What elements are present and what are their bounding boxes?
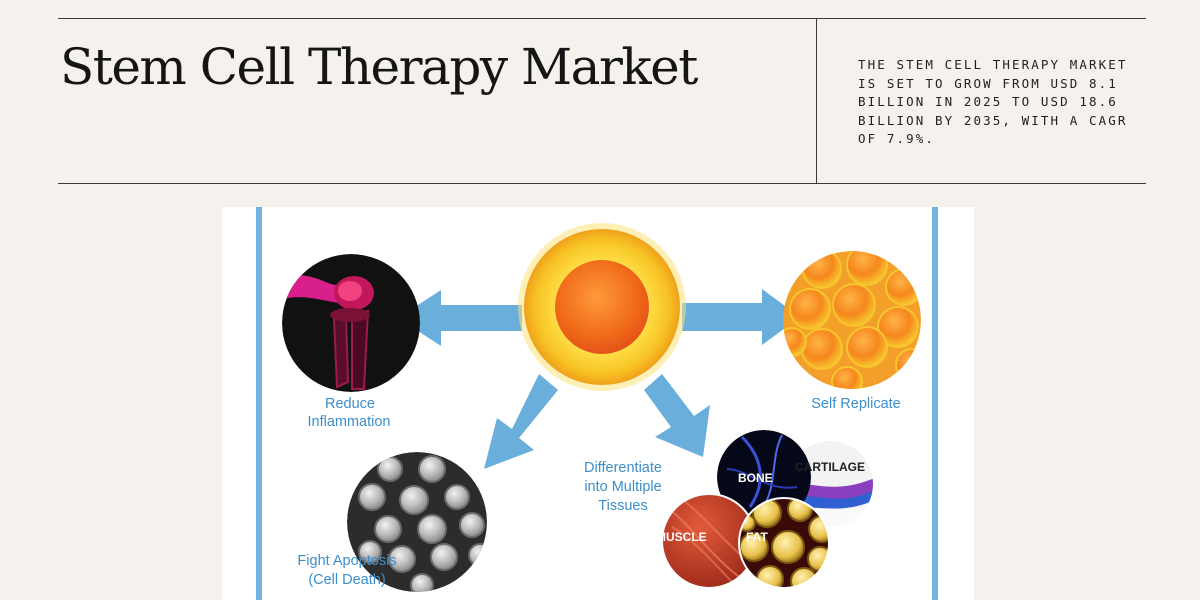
page-title: Stem Cell Therapy Market [60, 38, 698, 96]
tissue-cluster: BONE CARTILAGE MUSCLE FAT [656, 430, 875, 589]
muscle-label: MUSCLE [656, 530, 707, 544]
cell-blob [790, 567, 818, 588]
reduce-inflammation-line-1: Reduce [325, 396, 375, 412]
cell-blob [877, 306, 919, 348]
self-replicate-label: Self Replicate [811, 396, 900, 412]
stem-cell-diagram: BONE CARTILAGE MUSCLE FAT Reduce Inflamm… [222, 207, 974, 600]
gray-cells [358, 455, 487, 592]
cell-blob [783, 327, 807, 357]
cell-blob [430, 543, 458, 571]
cell-blob [468, 543, 487, 567]
cartilage-label: CARTILAGE [795, 460, 865, 474]
cell-blob [374, 515, 402, 543]
cell-cluster [783, 251, 921, 389]
muscle-icon [662, 494, 756, 588]
fight-apoptosis-line-1: Fight Apoptosis [297, 553, 396, 569]
cell-blob [846, 251, 888, 286]
arrow-down-left [484, 374, 558, 469]
bone-label: BONE [738, 471, 773, 485]
differentiate-line-2: into Multiple [584, 479, 661, 495]
replicating-cells-icon [783, 251, 921, 389]
knee-joint-icon [282, 254, 420, 392]
fight-apoptosis-line-2: (Cell Death) [308, 572, 385, 588]
header-divider [816, 18, 817, 184]
cell-blob [444, 484, 470, 510]
arrow-left [398, 290, 522, 346]
fat-icon [739, 498, 829, 588]
cell-blob [789, 288, 831, 330]
differentiate-line-3: Tissues [598, 498, 647, 514]
cell-blob [459, 512, 485, 538]
cell-blob [771, 530, 805, 564]
cell-blob [801, 328, 843, 370]
cell-blob [358, 540, 382, 564]
fat-label: FAT [746, 530, 768, 544]
frame-right-border [932, 207, 938, 600]
cell-blob [377, 456, 403, 482]
cell-blob [831, 366, 863, 389]
cell-blob [885, 268, 921, 306]
header-top-rule [58, 18, 1146, 19]
differentiate-line-1: Differentiate [584, 460, 662, 476]
cell-blob [802, 251, 842, 289]
cell-blob [832, 283, 876, 327]
arrow-down-right [644, 374, 710, 457]
cell-blob [418, 455, 446, 483]
apoptosis-cells-icon [347, 452, 487, 592]
cell-blob [417, 514, 447, 544]
diagram-canvas: BONE CARTILAGE MUSCLE FAT Reduce Inflamm… [256, 207, 938, 600]
arrow-right [682, 289, 800, 345]
cell-blob [399, 485, 429, 515]
cell-blob [895, 348, 921, 382]
reduce-inflammation-line-2: Inflammation [307, 414, 390, 430]
stem-cell-icon [518, 223, 686, 391]
frame-left-border [256, 207, 262, 600]
cell-blob [358, 483, 386, 511]
cell-blob [410, 573, 434, 592]
arrows [398, 289, 800, 469]
header-bottom-rule [58, 183, 1146, 184]
cell-blob [846, 326, 888, 368]
cell-blob [388, 545, 416, 573]
market-summary: The Stem Cell Therapy Market is set to g… [858, 57, 1128, 146]
